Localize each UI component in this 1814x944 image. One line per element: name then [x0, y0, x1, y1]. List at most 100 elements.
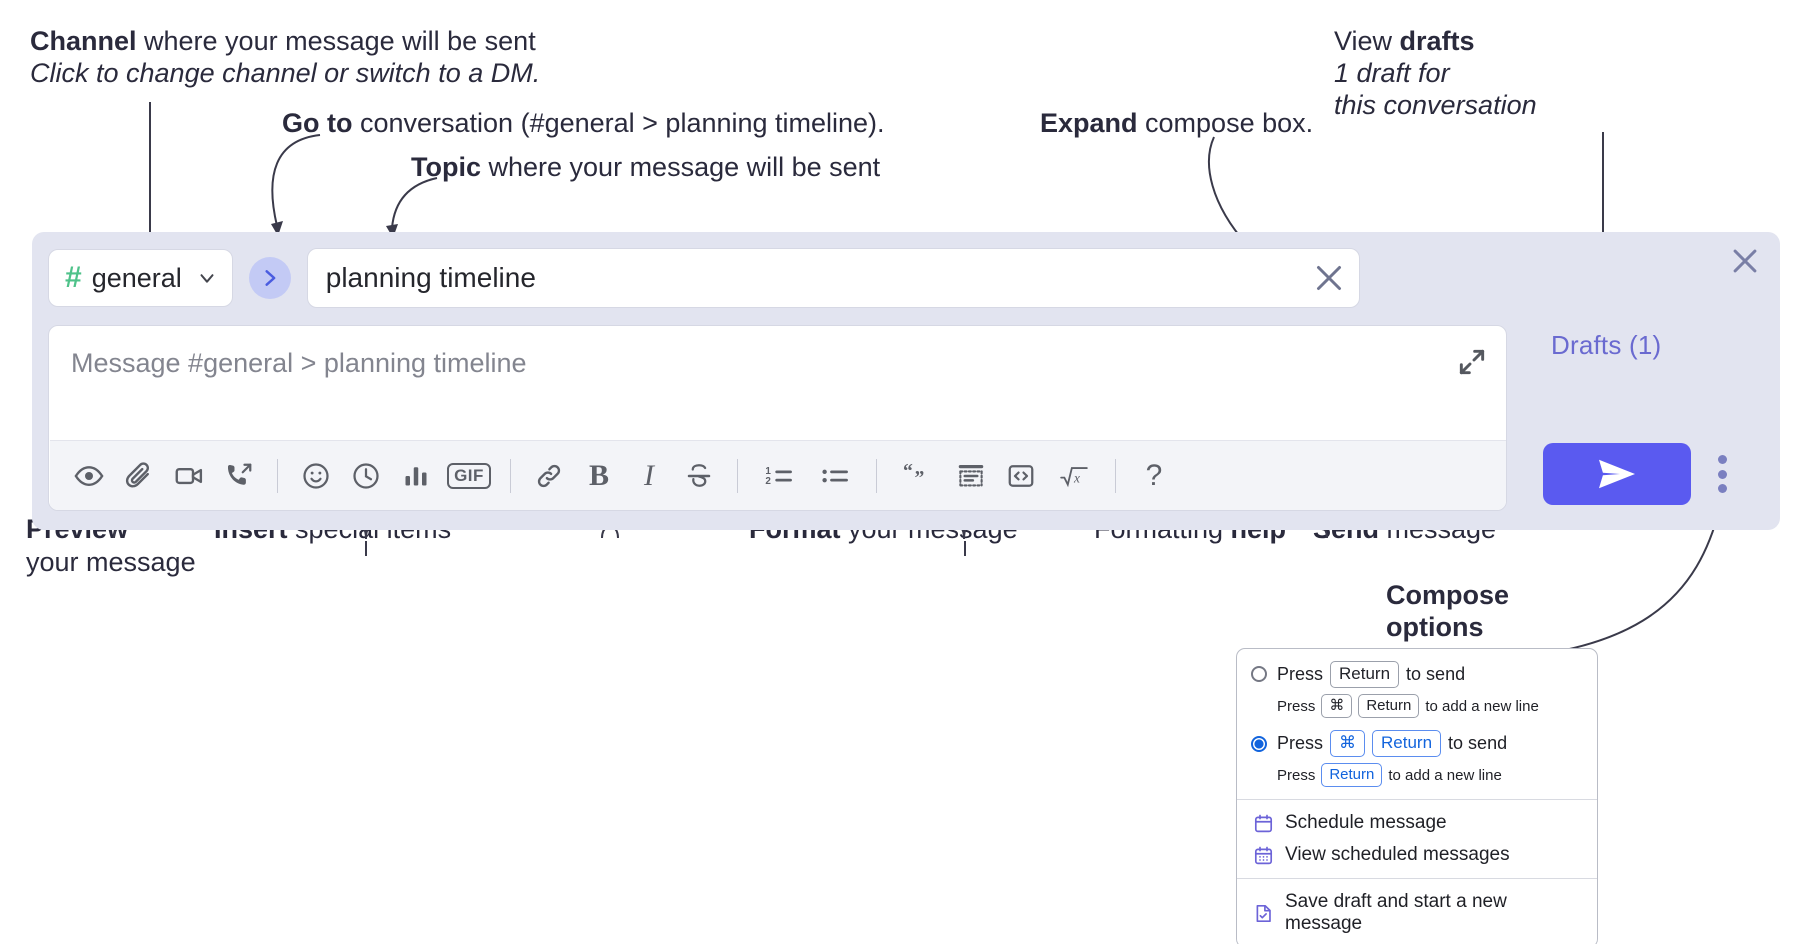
annotation-drafts: View drafts	[1334, 24, 1475, 59]
math-icon[interactable]: x	[1046, 451, 1102, 501]
gif-label: GIF	[447, 462, 491, 489]
key-chip-return: Return	[1330, 661, 1400, 688]
annotation-expand-bold: Expand	[1040, 108, 1138, 138]
audio-call-icon[interactable]	[214, 451, 264, 501]
emoji-icon[interactable]	[291, 451, 341, 501]
annotation-expand-rest: compose box.	[1137, 108, 1314, 138]
option-suffix: to send	[1448, 733, 1508, 754]
topic-value: planning timeline	[325, 262, 536, 293]
bold-icon[interactable]: B	[574, 451, 624, 501]
radio-icon[interactable]	[1251, 666, 1267, 683]
kebab-dot	[1717, 469, 1727, 479]
blockquote-icon[interactable]: “”	[890, 451, 946, 501]
send-icon	[1599, 459, 1635, 489]
annotation-goto-rest: conversation (#general > planning timeli…	[352, 108, 885, 138]
help-icon[interactable]: ?	[1129, 451, 1179, 501]
channel-selector-button[interactable]: # general	[48, 249, 233, 307]
bulleted-list-icon[interactable]	[807, 451, 863, 501]
topic-clear-icon[interactable]	[1311, 260, 1347, 296]
sub-suffix: to add a new line	[1425, 697, 1539, 715]
option-press-return-to-send[interactable]: Press Return to send	[1251, 661, 1583, 688]
annotation-compose-options-line1: Compose	[1386, 578, 1509, 613]
chevron-right-icon	[265, 270, 276, 286]
gif-icon[interactable]: GIF	[441, 451, 497, 501]
attachment-icon[interactable]	[114, 451, 164, 501]
link-icon[interactable]	[524, 451, 574, 501]
menu-item-save-draft[interactable]: Save draft and start a new message	[1237, 886, 1597, 940]
poll-icon[interactable]	[391, 451, 441, 501]
option-suffix: to send	[1406, 663, 1466, 684]
preview-icon[interactable]	[64, 451, 114, 501]
toolbar-separator	[510, 458, 511, 493]
kebab-dot	[1717, 484, 1727, 493]
option-prefix: Press	[1277, 663, 1324, 684]
annotation-drafts-line2: 1 draft for	[1334, 58, 1450, 88]
option-sub-newline: Press ⌘ Return to add a new line	[1277, 693, 1583, 719]
key-chip-command: ⌘	[1321, 693, 1353, 719]
message-compose-area: Message #general > planning timeline	[48, 325, 1507, 511]
drafts-link[interactable]: Drafts (1)	[1551, 330, 1662, 360]
calendar-icon	[1253, 813, 1274, 834]
annotation-goto-bold: Go to	[282, 108, 353, 138]
video-icon[interactable]	[164, 451, 214, 501]
option-sub-newline: Press Return to add a new line	[1277, 763, 1583, 788]
code-snippet-icon[interactable]	[996, 451, 1046, 501]
sub-suffix: to add a new line	[1388, 766, 1502, 784]
strikethrough-icon[interactable]	[674, 451, 724, 501]
key-chip-return: Return	[1372, 730, 1442, 758]
chevron-down-icon	[196, 267, 218, 289]
radio-icon-selected[interactable]	[1251, 735, 1267, 752]
toolbar-separator	[737, 458, 738, 493]
message-input[interactable]: Message #general > planning timeline	[71, 348, 527, 378]
hash-icon: #	[65, 261, 82, 294]
help-label: ?	[1145, 458, 1163, 492]
menu-item-label: View scheduled messages	[1285, 844, 1510, 866]
menu-item-schedule-message[interactable]: Schedule message	[1237, 807, 1597, 839]
menu-item-label: Schedule message	[1285, 812, 1447, 834]
annotation-preview-line2: your message	[26, 547, 196, 577]
expand-icon[interactable]	[1456, 346, 1488, 378]
svg-text:x: x	[1073, 470, 1080, 485]
annotation-compose-options-line1-text: Compose	[1386, 580, 1510, 610]
topic-input[interactable]: planning timeline	[306, 248, 1360, 308]
annotation-topic: Topic where your message will be sent	[411, 150, 880, 185]
panel-close-icon[interactable]	[1728, 244, 1762, 278]
svg-text:2: 2	[765, 476, 771, 487]
code-block-icon[interactable]	[946, 451, 996, 501]
option-press-cmd-return-to-send[interactable]: Press ⌘ Return to send	[1251, 730, 1583, 758]
annotation-drafts-prefix: View	[1334, 26, 1400, 56]
option-label: Press ⌘ Return to send	[1277, 730, 1508, 758]
italic-label: I	[644, 458, 654, 492]
toolbar-separator	[277, 458, 278, 493]
annotation-channel-rest: where your message will be sent	[136, 26, 536, 56]
bold-label: B	[588, 458, 609, 492]
menu-item-view-scheduled-messages[interactable]: View scheduled messages	[1237, 839, 1597, 871]
sub-prefix: Press	[1277, 697, 1316, 715]
italic-icon[interactable]: I	[624, 451, 674, 501]
clock-icon[interactable]	[341, 451, 391, 501]
compose-options-button[interactable]	[1707, 452, 1737, 496]
send-button[interactable]	[1543, 443, 1691, 505]
annotation-compose-options-line2-text: options	[1386, 612, 1484, 642]
annotation-compose-options-line2: options	[1386, 610, 1483, 645]
menu-group-schedule: Schedule message View scheduled messages	[1237, 799, 1597, 878]
key-chip-return: Return	[1358, 693, 1420, 719]
annotation-channel: Channel where your message will be sent	[30, 24, 536, 59]
menu-group-draft: Save draft and start a new message	[1237, 878, 1597, 944]
annotation-topic-bold: Topic	[411, 152, 481, 182]
key-chip-return: Return	[1321, 763, 1383, 788]
annotation-channel-bold: Channel	[30, 26, 137, 56]
kebab-dot	[1717, 455, 1727, 464]
channel-name-label: general	[91, 262, 182, 293]
annotation-topic-rest: where your message will be sent	[481, 152, 881, 182]
annotation-expand: Expand compose box.	[1040, 106, 1313, 141]
option-label: Press Return to send	[1277, 661, 1465, 688]
go-to-conversation-button[interactable]	[248, 257, 291, 299]
save-draft-icon	[1253, 903, 1274, 924]
annotation-drafts-line3: this conversation	[1334, 90, 1537, 120]
svg-text:“: “	[903, 461, 913, 482]
key-chip-command: ⌘	[1330, 730, 1366, 758]
annotation-goto: Go to conversation (#general > planning …	[282, 106, 885, 141]
